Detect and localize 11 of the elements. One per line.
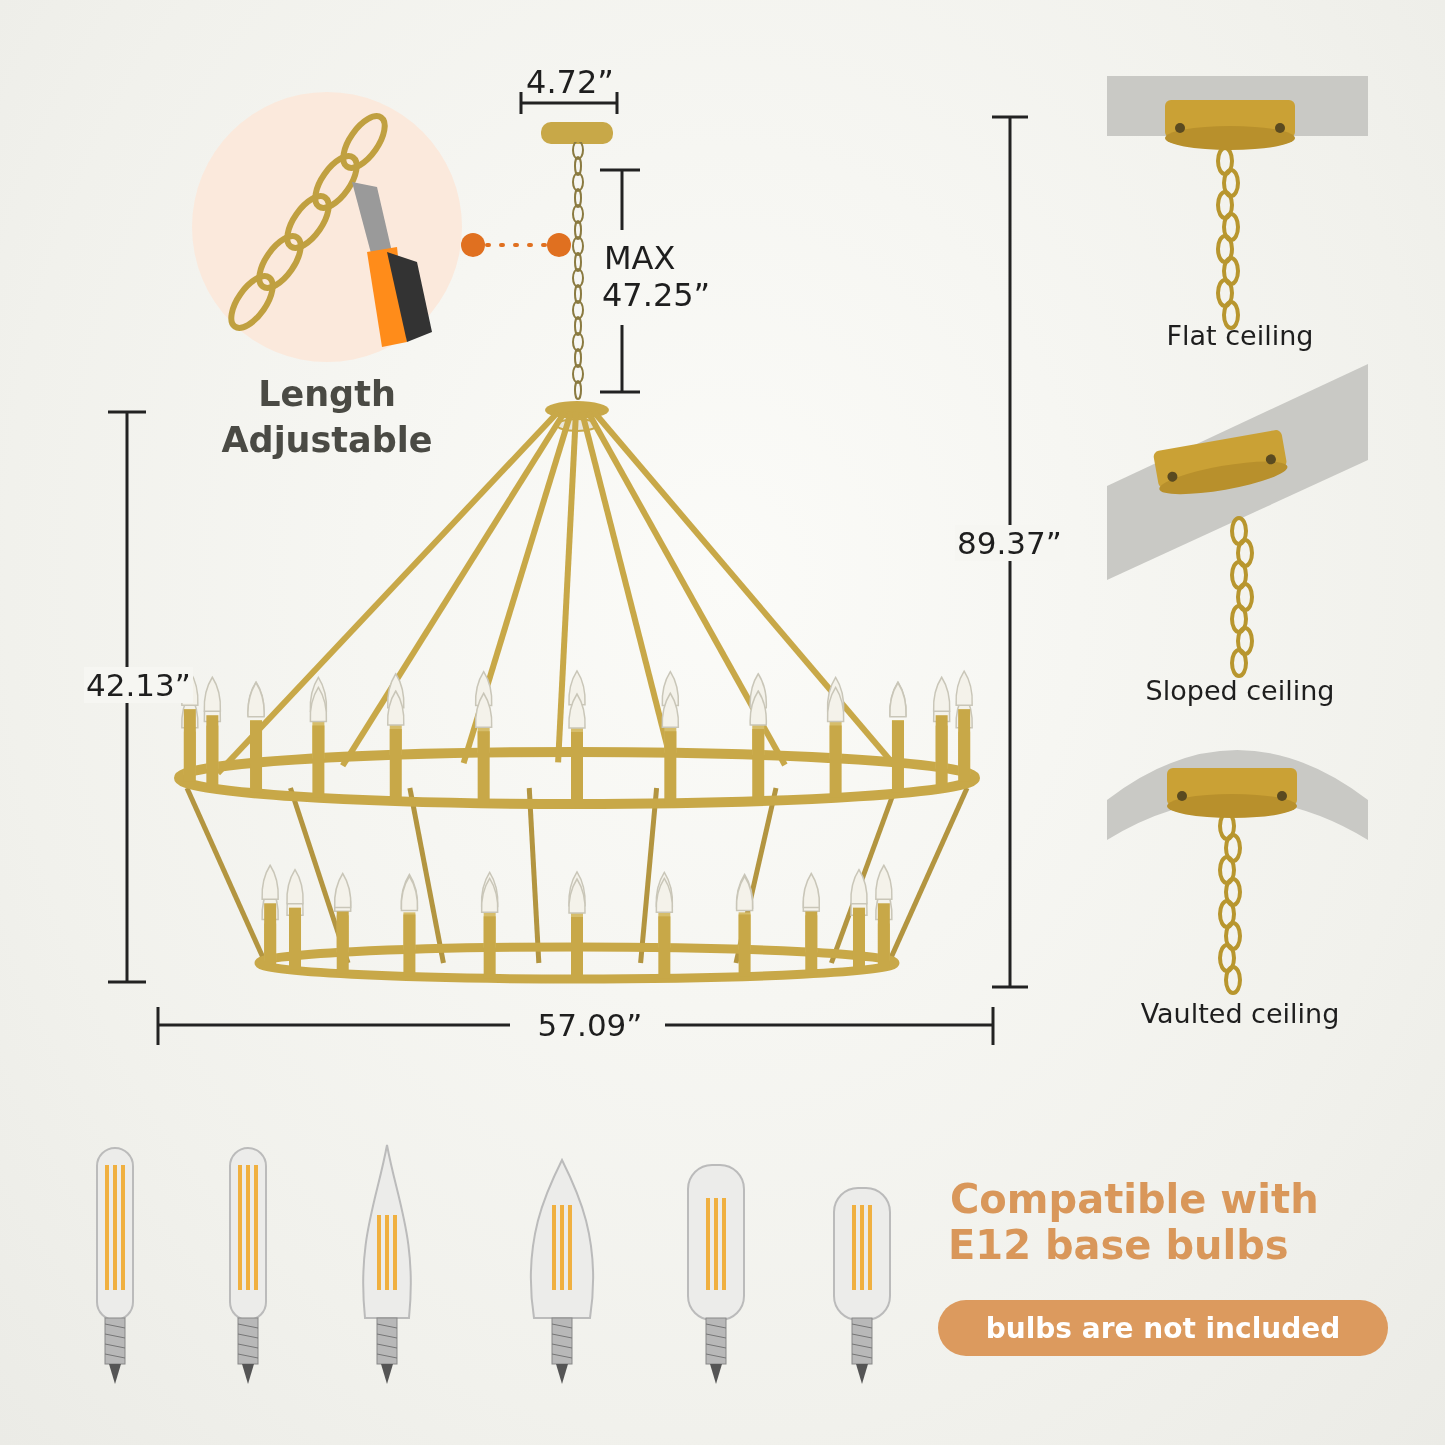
dimension-label: 42.13” xyxy=(84,667,193,703)
dotted-leader-line xyxy=(461,233,571,257)
dimension-label: MAX 47.25” xyxy=(602,239,712,314)
caption: Vaulted ceiling xyxy=(1139,998,1341,1029)
caption: Sloped ceiling xyxy=(1144,675,1336,706)
heading: Length Adjustable xyxy=(220,373,434,462)
caption: Flat ceiling xyxy=(1165,320,1315,351)
note-badge: bulbs are not included xyxy=(938,1300,1388,1356)
heading: Compatible with E12 base bulbs xyxy=(948,1176,1319,1268)
dimension-label: 57.09” xyxy=(536,1007,644,1043)
dimension-label: 4.72” xyxy=(525,63,615,101)
